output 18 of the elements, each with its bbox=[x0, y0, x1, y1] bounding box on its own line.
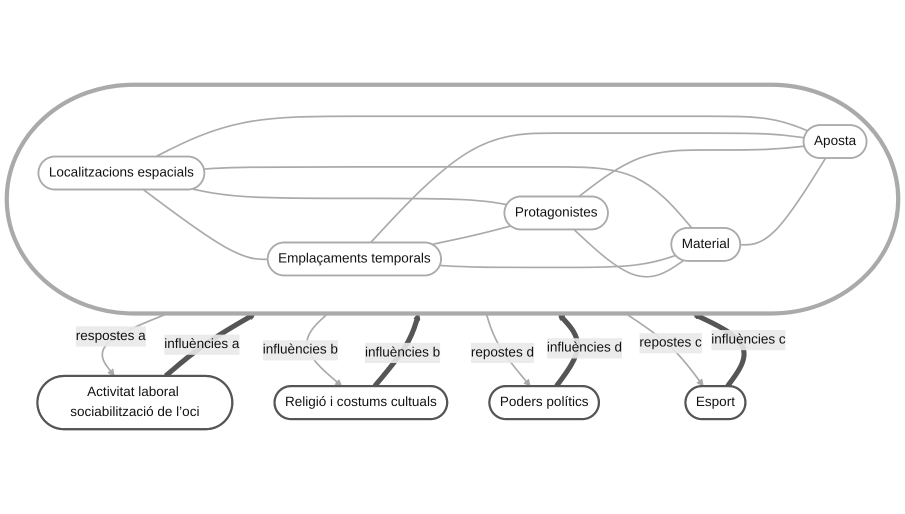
connector bbox=[574, 229, 684, 278]
edge-label: influències c bbox=[711, 332, 786, 347]
connector bbox=[370, 132, 805, 244]
connector bbox=[204, 166, 693, 229]
connector bbox=[143, 189, 268, 260]
connector bbox=[154, 115, 808, 158]
connector bbox=[192, 188, 508, 206]
edge-label: influències b bbox=[262, 342, 338, 358]
edge-label: influències b bbox=[365, 345, 440, 360]
edge-label: influències a bbox=[164, 337, 240, 352]
connector bbox=[578, 145, 805, 198]
edge-label: influències d bbox=[546, 340, 622, 356]
edge-label: repostes d bbox=[470, 345, 534, 360]
connector bbox=[740, 158, 826, 246]
connector bbox=[440, 254, 676, 268]
edge-label: repostes c bbox=[639, 336, 702, 350]
edge-label: respostes a bbox=[76, 328, 146, 344]
connector bbox=[432, 225, 511, 246]
